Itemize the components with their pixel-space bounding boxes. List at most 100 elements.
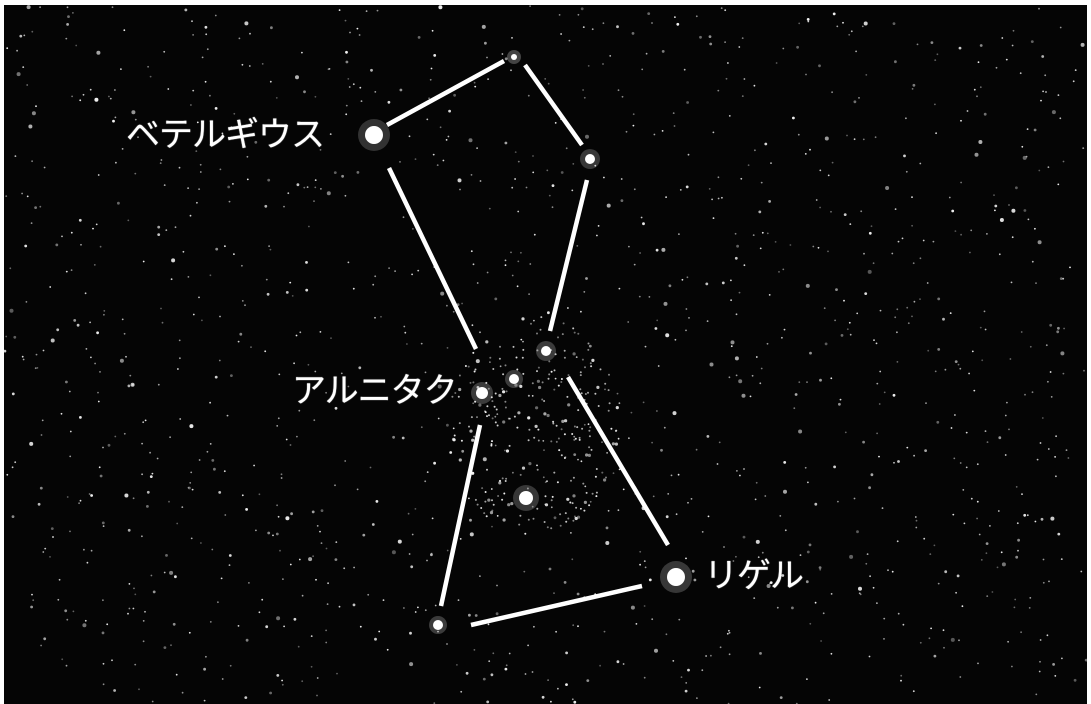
background-star [798,134,800,136]
background-star [66,665,68,667]
background-star [96,331,99,334]
background-star [1052,663,1055,666]
background-star [840,399,842,401]
background-star [533,626,535,628]
background-star [469,138,473,142]
background-star [73,611,75,613]
background-star [744,78,746,80]
background-star [471,174,473,176]
background-star [911,225,913,227]
background-star [94,98,98,102]
background-star [869,656,871,658]
cluster-star [486,469,488,471]
background-star [428,97,430,99]
background-star [460,691,462,693]
background-star [581,7,584,10]
background-star [736,313,738,315]
background-star [953,458,955,460]
background-star [12,393,15,396]
background-star [561,171,564,174]
background-star [1047,381,1049,383]
background-star [762,552,764,554]
background-star [67,6,69,8]
star-mintaka [536,341,556,361]
background-star [69,531,71,533]
background-star [72,12,74,14]
background-star [891,253,893,255]
background-star [1039,661,1041,663]
background-star [496,612,499,615]
background-star [793,407,795,409]
background-star [806,284,810,288]
cluster-star [550,440,552,442]
background-star [998,510,1000,512]
background-star [731,345,733,347]
background-star [735,233,737,235]
cluster-star [564,350,566,352]
cluster-star [454,435,456,437]
background-star [682,279,684,281]
background-star [1008,204,1010,206]
cluster-star [596,468,598,470]
background-star [975,153,979,157]
background-star [678,619,680,621]
background-star [320,188,322,190]
cluster-star [601,472,603,474]
background-star [520,339,522,341]
background-star [174,575,177,578]
background-star [319,531,321,533]
background-star [609,55,611,57]
background-star [628,246,630,248]
background-star [980,44,983,47]
background-star [238,625,240,627]
background-star [1013,30,1015,32]
background-star [144,611,146,613]
background-star [955,592,957,594]
background-star [302,595,304,597]
background-star [446,643,448,645]
background-star [151,575,153,577]
background-star [303,187,305,189]
background-star [547,311,550,314]
background-star [169,436,171,438]
cluster-star [561,454,563,456]
background-star [1057,184,1059,186]
background-star [85,620,87,622]
background-star [79,219,82,222]
background-star [90,89,92,91]
background-star [494,416,496,418]
background-star [133,608,135,610]
cluster-star [484,501,486,503]
background-star [202,57,204,59]
background-star [570,532,572,534]
background-star [841,334,844,337]
background-star [830,377,832,379]
background-star [634,264,636,266]
cluster-star [556,441,558,443]
background-star [567,307,569,309]
cluster-star [557,336,559,338]
background-star [163,51,165,53]
background-star [330,133,332,135]
background-star [577,625,579,627]
background-star [238,341,240,343]
cluster-star [480,507,482,509]
background-star [754,149,756,151]
background-star [458,599,460,601]
background-star [270,81,272,83]
cluster-star [517,411,520,414]
background-star [290,564,292,566]
cluster-star [550,527,552,529]
background-star [245,508,248,511]
background-star [141,443,143,445]
background-star [740,178,742,180]
cluster-star [551,499,553,501]
background-star [192,90,194,92]
background-star [164,184,166,186]
cluster-star [472,381,474,383]
background-star [57,599,59,601]
background-star [584,97,586,99]
background-star [738,379,742,383]
background-star [221,578,223,580]
background-star [453,94,456,97]
